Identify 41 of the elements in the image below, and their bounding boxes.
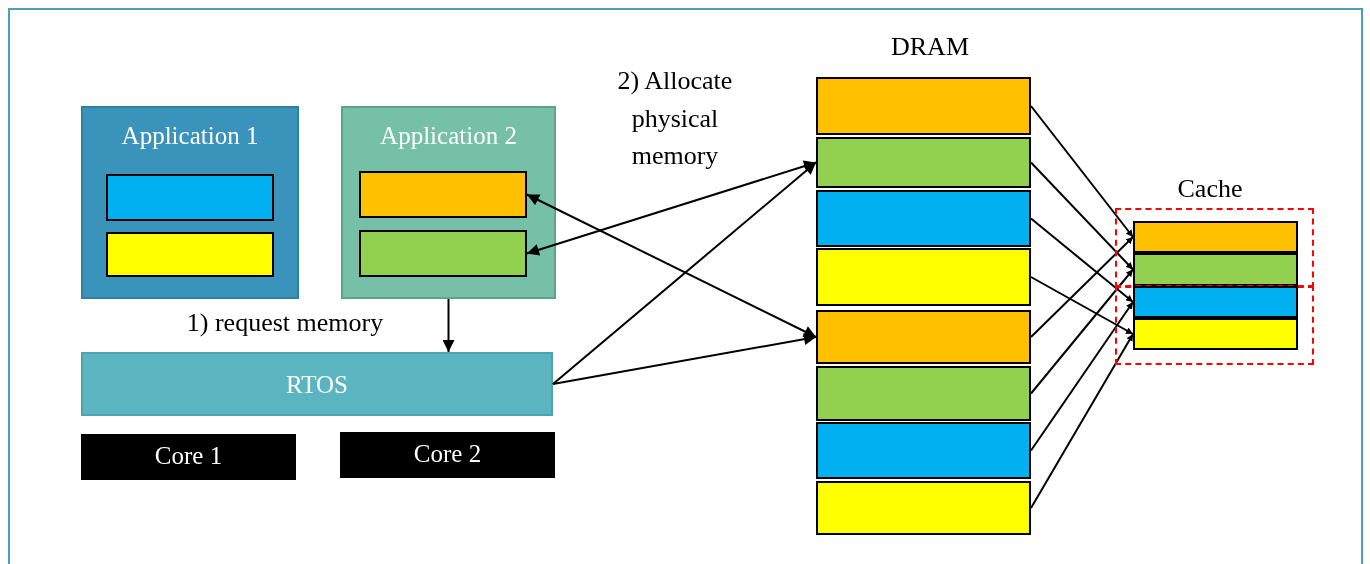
arrow — [552, 161, 817, 385]
arrow — [526, 193, 817, 338]
arrow — [1030, 105, 1134, 238]
core-box — [81, 434, 296, 480]
arrow — [526, 160, 817, 256]
dram-block — [816, 77, 1031, 135]
arrow — [552, 333, 817, 385]
dram-block — [816, 366, 1031, 421]
heading-text: DRAM — [890, 31, 970, 63]
dram-block — [816, 422, 1031, 479]
dram-block — [816, 190, 1031, 247]
box-title: Application 2 — [379, 122, 518, 150]
dram-block — [816, 481, 1031, 535]
box-title: RTOS — [285, 371, 349, 399]
arrow — [1030, 161, 1134, 271]
box-title: Application 1 — [120, 122, 260, 150]
arrow — [1030, 333, 1134, 509]
application-box — [341, 106, 556, 299]
box-title: Core 2 — [412, 440, 483, 468]
arrow — [1030, 301, 1134, 452]
arrow — [1030, 236, 1134, 338]
heading-text: Cache — [1176, 173, 1244, 205]
memory-block — [106, 232, 274, 277]
memory-block — [106, 174, 274, 221]
core-box — [340, 432, 555, 478]
arrow — [442, 298, 455, 353]
rtos-box — [81, 352, 553, 416]
annotation-text: 2) Allocate physical memory — [616, 65, 734, 173]
box-title: Core 1 — [153, 442, 224, 470]
application-box — [81, 106, 299, 299]
cache-set-region — [1115, 285, 1314, 365]
memory-block — [359, 171, 527, 218]
dram-block — [816, 137, 1031, 188]
arrow — [1030, 276, 1134, 335]
arrow — [1030, 217, 1134, 303]
dram-block — [816, 310, 1031, 364]
cache-set-region — [1115, 208, 1314, 288]
memory-block — [359, 230, 527, 277]
annotation-text: 1) request memory — [185, 307, 385, 339]
dram-block — [816, 248, 1031, 306]
arrow — [1030, 268, 1134, 395]
